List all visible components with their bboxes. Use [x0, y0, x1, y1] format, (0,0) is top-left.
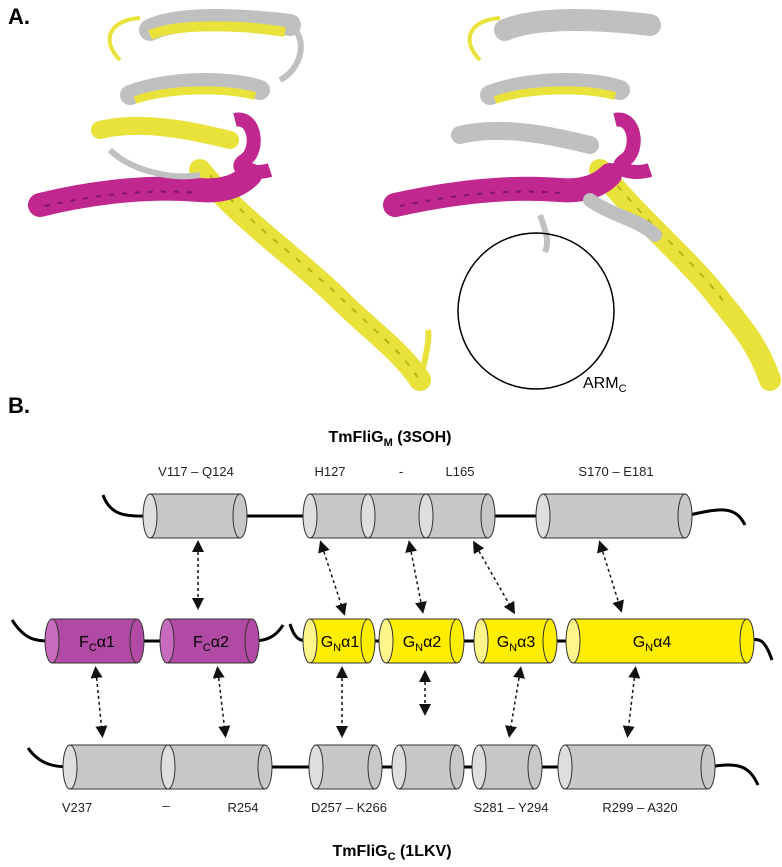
helix-magenta-left-r	[383, 163, 622, 217]
helix-fc-alpha2: FCα2	[159, 618, 260, 664]
top-row	[101, 493, 747, 539]
range-l165: L165	[446, 464, 475, 479]
dashed-double-arrow-icon	[597, 540, 624, 613]
range-v117-q124: V117 – Q124	[158, 464, 234, 479]
range-r299-a320: R299 – A320	[602, 800, 677, 815]
helix-yellow-mid-r	[493, 86, 617, 104]
helix-magenta-r-ridges	[399, 190, 561, 207]
helix-fc-alpha1-label: FCα1	[79, 634, 115, 654]
helix-gn-alpha4: GNα4	[565, 618, 755, 664]
loop-yellow-r	[467, 16, 501, 62]
helix-cylinder-icon	[308, 744, 383, 790]
dashed-double-arrow-icon	[473, 540, 515, 615]
helix-magenta-left	[28, 163, 262, 217]
helix-gray-lower-r	[451, 121, 599, 154]
bot-tail-right	[707, 763, 760, 786]
range-dash-bottom: –	[162, 798, 170, 813]
top-tail-right	[684, 508, 747, 526]
helix-magenta-top	[233, 112, 273, 179]
helix-cylinder-icon	[535, 493, 693, 539]
helix-cylinder-icon	[391, 744, 465, 790]
range-r254: R254	[227, 800, 258, 815]
helix-yellow-mid	[133, 86, 257, 104]
structure-left	[28, 9, 432, 391]
helix-gray-top	[139, 9, 301, 41]
panel-a-label: A.	[8, 4, 30, 29]
helix-yellow-lower	[91, 116, 239, 149]
helix-cylinder-icon	[62, 744, 273, 790]
helix-gray-top-r	[494, 9, 661, 41]
bottom-title: TmFliGC (1LKV)	[332, 843, 451, 863]
helix-gn-alpha3: GNα3	[473, 618, 558, 664]
helix-gn-alpha1: GNα1	[302, 618, 376, 664]
loop-gray-2	[278, 22, 304, 83]
top-title: TmFliGM (3SOH)	[329, 429, 452, 449]
dashed-double-arrow-icon	[212, 666, 231, 738]
range-dash-top: -	[399, 464, 403, 479]
dashed-double-arrow-icon	[505, 666, 525, 738]
helix-cylinder-icon	[302, 493, 496, 539]
armc-circle	[457, 232, 615, 390]
helix-gn-alpha2-label: GNα2	[403, 634, 442, 654]
helix-gray-mid-r	[480, 73, 630, 105]
range-s281-y294: S281 – Y294	[474, 800, 549, 815]
dashed-double-arrow-icon	[318, 540, 347, 616]
helix-gray-mid	[120, 73, 270, 105]
helix-gray-small-r	[583, 193, 662, 242]
helix-gn-alpha2: GNα2	[378, 618, 465, 664]
helix-magenta-top-r	[613, 112, 653, 179]
helix-fc-alpha2-label: FCα2	[193, 634, 229, 654]
helix-cylinder-icon	[471, 744, 543, 790]
dashed-double-arrow-icon	[405, 540, 427, 614]
helix-yellow-long-ridges	[209, 174, 419, 379]
helix-gn-alpha4-label: GNα4	[633, 634, 672, 654]
helix-cylinder-icon	[142, 493, 248, 539]
dashed-double-arrow-icon	[90, 666, 108, 738]
dashed-double-arrow-icon	[622, 666, 641, 738]
helix-yellow-long-r-ridges	[607, 173, 725, 303]
panel-b-label: B.	[8, 393, 30, 418]
loop-gray-r	[537, 214, 551, 254]
range-v237: V237	[62, 800, 92, 815]
helix-cylinder-icon	[557, 744, 716, 790]
bottom-row	[26, 744, 760, 790]
range-h127: H127	[314, 464, 345, 479]
helix-gn-alpha3-label: GNα3	[497, 634, 536, 654]
loop-yellow-1	[107, 16, 141, 62]
arrows-top	[192, 540, 624, 616]
loop-yellow-end	[417, 329, 432, 381]
helix-magenta-ridges	[44, 190, 201, 207]
middle-row: FCα1 FCα2 GNα1 GNα2 GNα3	[10, 618, 774, 664]
helix-yellow-long-r	[589, 159, 781, 391]
range-d257-k266: D257 – K266	[311, 800, 387, 815]
helix-yellow-top	[148, 21, 286, 40]
loop-gray-1	[107, 147, 201, 180]
structure-right	[383, 9, 781, 391]
helix-gn-alpha1-label: GNα1	[321, 634, 360, 654]
armc-label: ARMC	[583, 375, 627, 395]
helix-fc-alpha1: FCα1	[44, 618, 145, 664]
arrows-bottom	[90, 666, 641, 738]
range-s170-e181: S170 – E181	[578, 464, 653, 479]
